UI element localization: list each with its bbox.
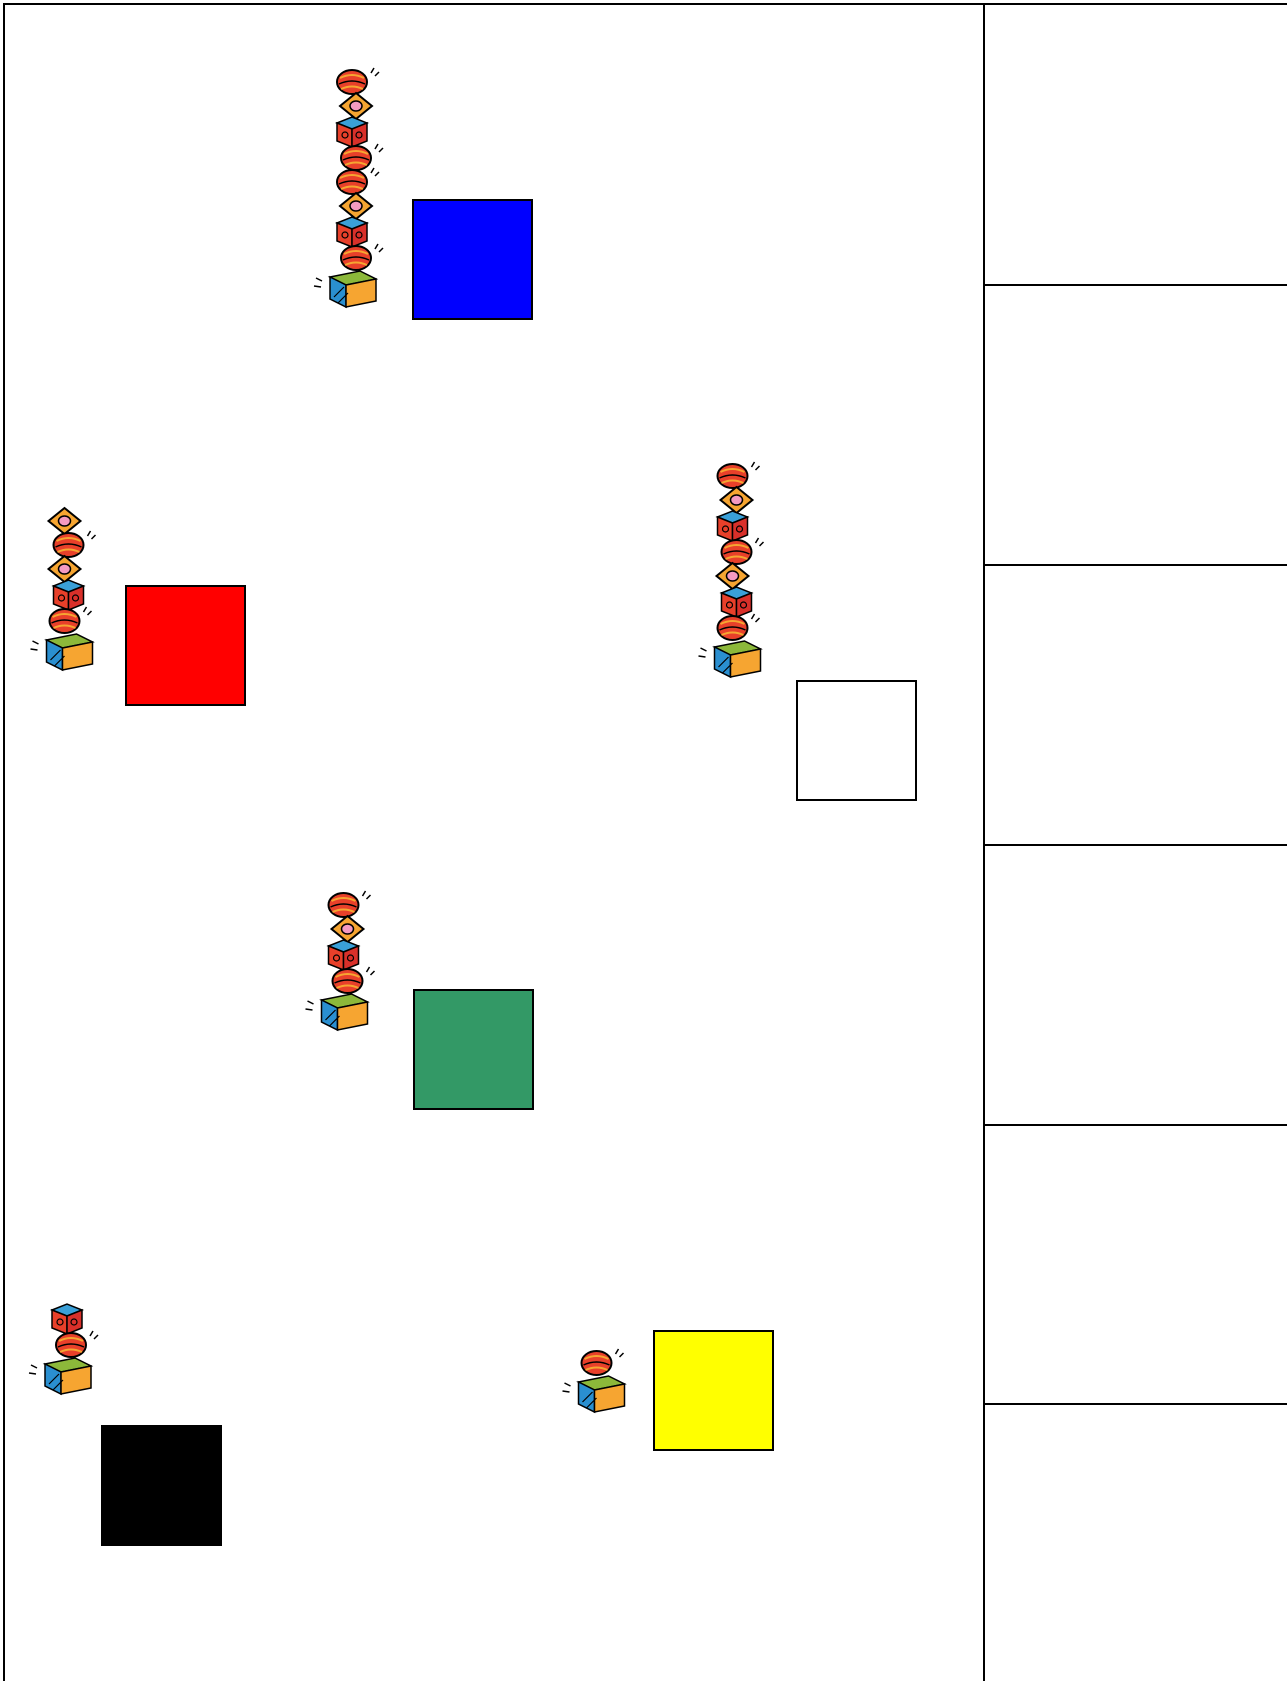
ball-piece — [582, 1349, 624, 1375]
cube-red-piece — [337, 117, 367, 147]
answer-cell[interactable] — [985, 566, 1287, 846]
color-swatch-black — [101, 1425, 222, 1546]
diamond-piece — [49, 508, 81, 534]
cube-red-piece — [54, 580, 84, 610]
ball-piece — [333, 967, 375, 993]
answer-cell[interactable] — [985, 286, 1287, 566]
cube-blue-piece — [31, 634, 93, 670]
color-swatch-green — [413, 989, 534, 1110]
toy-stack-black-icon — [27, 1304, 107, 1419]
diamond-piece — [340, 93, 372, 119]
cube-red-piece — [337, 217, 367, 247]
ball-piece — [56, 1331, 98, 1357]
cube-red-piece — [722, 587, 752, 617]
ball-piece — [341, 144, 383, 170]
color-swatch-white — [796, 680, 917, 801]
toy-stack-white — [695, 463, 770, 708]
diamond-piece — [49, 556, 81, 582]
toy-stack-yellow — [559, 1350, 634, 1420]
ball-piece — [337, 168, 379, 194]
color-swatch-yellow — [653, 1330, 774, 1451]
toy-stack-green-icon — [306, 892, 381, 1057]
cube-red-piece — [329, 940, 359, 970]
ball-piece — [341, 244, 383, 270]
color-swatch-red — [125, 585, 246, 706]
ball-piece — [329, 891, 371, 917]
answer-cell[interactable] — [985, 1126, 1287, 1405]
color-swatch-blue — [412, 199, 533, 320]
toy-stack-red-icon — [27, 508, 102, 703]
answer-cell[interactable] — [985, 5, 1287, 286]
ball-piece — [337, 68, 379, 94]
diamond-piece — [717, 563, 749, 589]
toy-stack-red — [27, 508, 102, 703]
ball-piece — [718, 614, 760, 640]
ball-piece — [54, 531, 96, 557]
cube-red-piece — [718, 511, 748, 541]
diamond-piece — [332, 916, 364, 942]
answer-cell[interactable] — [985, 1405, 1287, 1683]
toy-stack-white-icon — [695, 463, 770, 708]
answer-column — [985, 3, 1287, 1681]
toy-stack-blue — [317, 69, 387, 319]
cube-blue-piece — [563, 1376, 625, 1412]
toy-stack-green — [306, 892, 381, 1057]
cube-blue-piece — [314, 271, 376, 307]
ball-piece — [722, 538, 764, 564]
diamond-piece — [340, 193, 372, 219]
cube-red-piece — [52, 1304, 82, 1334]
cube-blue-piece — [29, 1358, 91, 1394]
cube-blue-piece — [699, 641, 761, 677]
picture-area — [3, 3, 985, 1681]
answer-cell[interactable] — [985, 846, 1287, 1126]
ball-piece — [718, 462, 760, 488]
toy-stack-black — [27, 1304, 107, 1419]
toy-stack-yellow-icon — [559, 1350, 634, 1420]
cube-blue-piece — [306, 994, 368, 1030]
toy-stack-blue-icon — [317, 69, 387, 319]
ball-piece — [50, 607, 92, 633]
diamond-piece — [721, 487, 753, 513]
